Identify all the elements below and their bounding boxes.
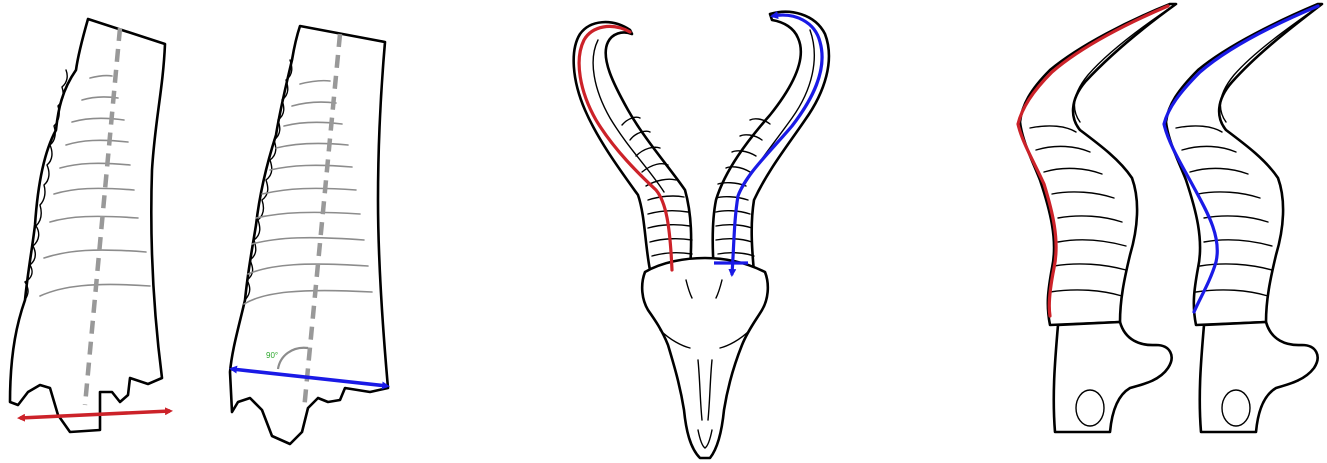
side-skull-right — [1200, 322, 1318, 432]
horn-section-1 — [10, 19, 170, 432]
horn-section-2: 90° — [230, 26, 388, 444]
left-horn-outline — [574, 22, 691, 270]
side-horn-right-outline — [1166, 4, 1322, 325]
skull-outline — [642, 258, 768, 458]
side-skull-left — [1054, 322, 1172, 432]
skull-side-left — [1018, 4, 1176, 432]
angle-label: 90° — [266, 351, 278, 360]
skull-side-right — [1164, 4, 1322, 432]
right-horn-outline — [713, 12, 829, 272]
skull-front — [574, 12, 829, 458]
side-horn-left-outline — [1020, 4, 1176, 325]
